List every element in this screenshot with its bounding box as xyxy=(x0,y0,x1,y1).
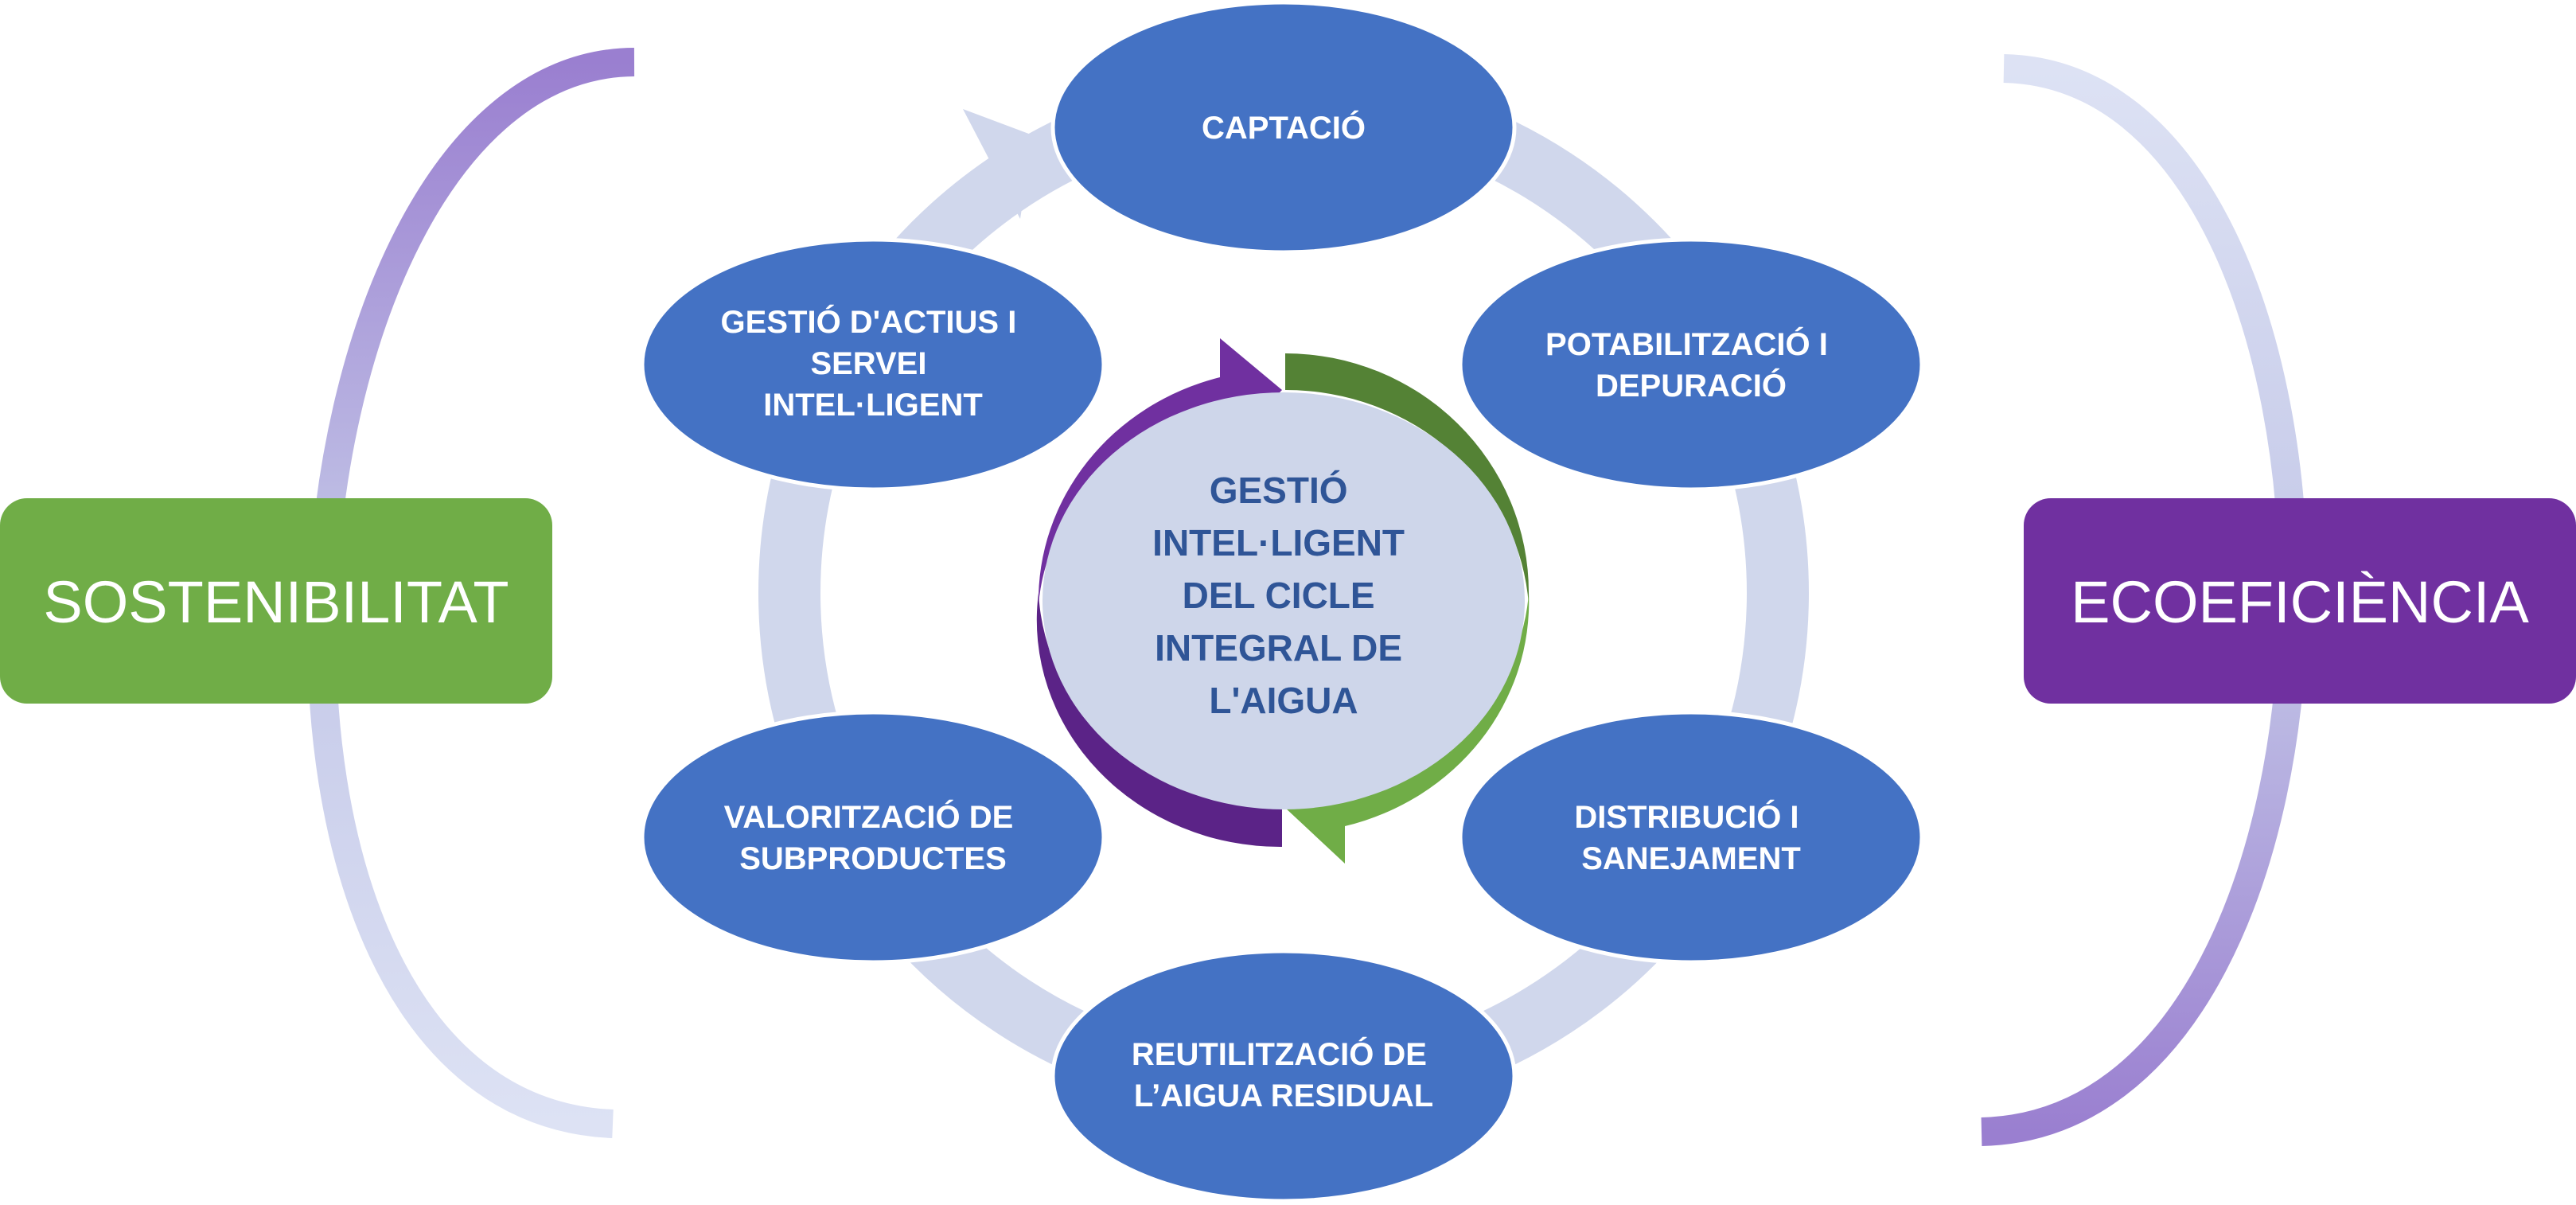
center-title-line: DEL CICLE xyxy=(1183,575,1375,616)
node-label-line: DISTRIBUCIÓ I xyxy=(1574,798,1799,835)
node-potabilitzacio: POTABILITZACIÓ I DEPURACIÓ xyxy=(1458,237,1924,492)
node-ellipse xyxy=(1458,710,1924,965)
node-ellipse xyxy=(1050,0,1517,255)
node-label-line: SERVEI xyxy=(810,346,926,381)
node-gestio-actius: GESTIÓ D'ACTIUS I SERVEI INTEL·LIGENT xyxy=(640,237,1106,492)
node-label-line: GESTIÓ D'ACTIUS I xyxy=(721,303,1017,340)
green-arrow-depth xyxy=(1285,353,1530,605)
node-ellipse xyxy=(640,237,1106,492)
node-ellipse xyxy=(1050,949,1517,1203)
node-distribucio: DISTRIBUCIÓ I SANEJAMENT xyxy=(1458,710,1924,965)
node-label-line: VALORITZACIÓ DE xyxy=(724,798,1014,835)
sostenibilitat-box-bg xyxy=(0,498,552,704)
node-valoritzacio: VALORITZACIÓ DE SUBPRODUCTES xyxy=(640,710,1106,965)
node-label-line: SANEJAMENT xyxy=(1581,841,1801,876)
node-label: POTABILITZACIÓ I DEPURACIÓ xyxy=(1545,326,1837,404)
green-arrow-band xyxy=(1345,593,1530,826)
node-label: CAPTACIÓ xyxy=(1202,109,1366,146)
center-cycle-arrows xyxy=(1036,338,1530,864)
node-label-line: POTABILITZACIÓ I xyxy=(1545,326,1828,362)
center-disc xyxy=(1042,392,1525,809)
node-label-line: INTEL·LIGENT xyxy=(763,388,983,423)
ecoeficiencia-box: ECOEFICIÈNCIA xyxy=(2024,498,2576,704)
purple-arrow-band xyxy=(1038,377,1220,605)
node-reutilitzacio: REUTILITZACIÓ DE L’AIGUA RESIDUAL xyxy=(1050,949,1517,1203)
center-title-line: GESTIÓ xyxy=(1210,470,1348,511)
node-label-line: L’AIGUA RESIDUAL xyxy=(1134,1078,1433,1113)
ecoeficiencia-label: ECOEFICIÈNCIA xyxy=(2071,569,2529,635)
node-label-line: REUTILITZACIÓ DE xyxy=(1132,1035,1427,1072)
center-title-line: INTEL·LIGENT xyxy=(1152,522,1405,564)
node-ellipse xyxy=(640,710,1106,965)
node-label: GESTIÓ D'ACTIUS I SERVEI INTEL·LIGENT xyxy=(721,303,1026,423)
node-ellipse xyxy=(1458,237,1924,492)
ecoeficiencia-box-bg xyxy=(2024,498,2576,704)
sostenibilitat-box: SOSTENIBILITAT xyxy=(0,498,552,704)
node-label: REUTILITZACIÓ DE L’AIGUA RESIDUAL xyxy=(1132,1035,1436,1113)
cycle-ring-arrowhead xyxy=(963,109,1033,219)
node-label-line: SUBPRODUCTES xyxy=(739,841,1007,876)
sostenibilitat-label: SOSTENIBILITAT xyxy=(43,569,509,635)
center-title-line: L'AIGUA xyxy=(1209,680,1358,721)
node-label-line: DEPURACIÓ xyxy=(1596,367,1787,404)
node-label: VALORITZACIÓ DE SUBPRODUCTES xyxy=(724,798,1023,876)
node-label: DISTRIBUCIÓ I SANEJAMENT xyxy=(1574,798,1807,876)
node-captacio: CAPTACIÓ xyxy=(1050,0,1517,255)
node-label-line: CAPTACIÓ xyxy=(1202,109,1366,146)
center-title-line: INTEGRAL DE xyxy=(1155,627,1402,669)
center-title: GESTIÓ INTEL·LIGENT DEL CICLE INTEGRAL D… xyxy=(1152,470,1415,721)
